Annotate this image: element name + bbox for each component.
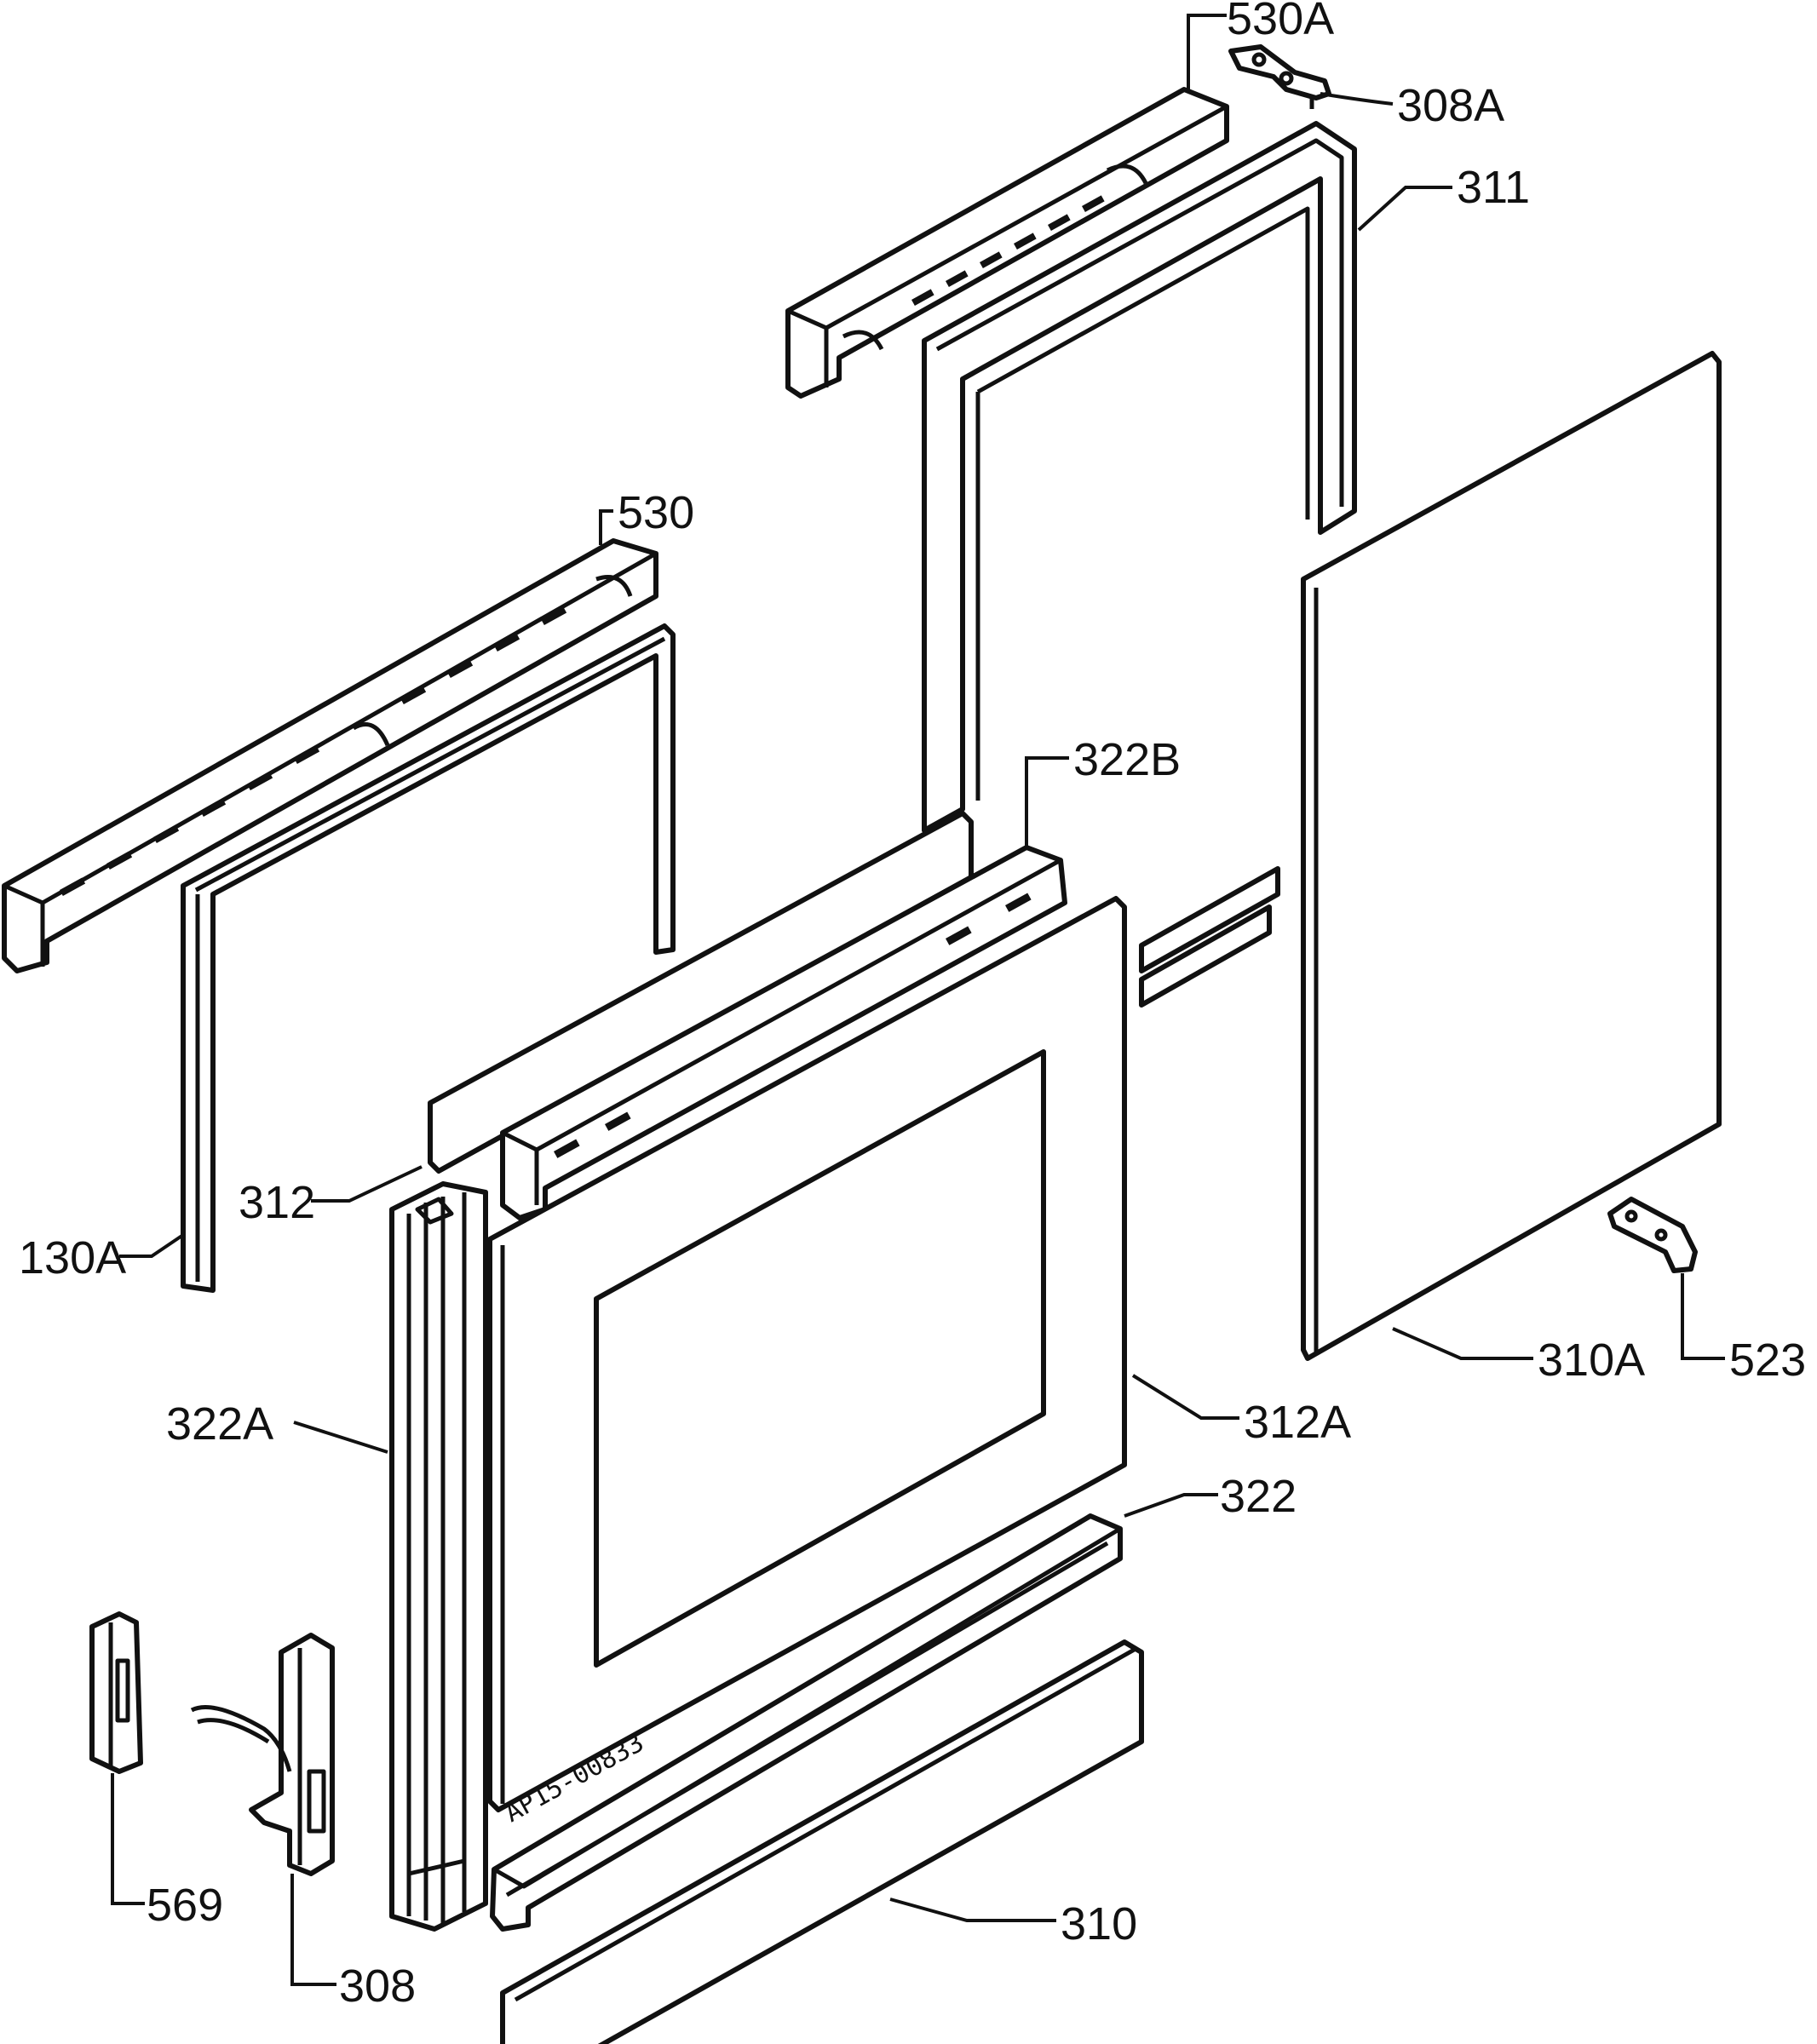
part-530A-upper-rail — [785, 87, 1229, 399]
label-312: 312 — [239, 1177, 315, 1228]
label-310A: 310A — [1538, 1335, 1645, 1386]
part-523-bracket — [1607, 1197, 1698, 1273]
label-322A: 322A — [166, 1398, 273, 1450]
label-569: 569 — [147, 1880, 223, 1931]
part-322-bottom-channel — [490, 1513, 1123, 1932]
part-322A-side-profile — [389, 1181, 488, 1932]
rail-slots-530 — [59, 606, 567, 896]
part-number-labels: 530A 308A 311 530 322B 312 130A 322A 312… — [19, 0, 1806, 2012]
label-530A: 530A — [1227, 0, 1334, 44]
part-569-clip — [89, 1611, 143, 1774]
label-308A: 308A — [1397, 80, 1504, 131]
part-530-lower-rail — [2, 538, 658, 973]
part-310A-rear-glass — [1301, 351, 1722, 1361]
label-523: 523 — [1729, 1335, 1806, 1386]
label-322B: 322B — [1073, 734, 1181, 785]
part-308A-hinge-bracket — [1228, 44, 1331, 109]
label-530: 530 — [618, 487, 694, 538]
part-322B-top-channel — [500, 845, 1067, 1220]
part-312A-front-panel: AP15-00833 — [487, 896, 1127, 1829]
leader-lines — [111, 14, 1725, 1986]
label-322: 322 — [1220, 1471, 1297, 1522]
part-130A-seal — [181, 623, 676, 1293]
part-308-hinge-arm — [190, 1633, 335, 1876]
part-310-bottom-trim — [500, 1639, 1144, 2044]
part-311-rear-frame — [922, 121, 1357, 1008]
label-312A: 312A — [1244, 1397, 1351, 1448]
label-311: 311 — [1457, 162, 1530, 213]
label-308: 308 — [339, 1961, 416, 2012]
label-130A: 130A — [19, 1232, 126, 1283]
rail-slots-530A — [911, 195, 1105, 306]
label-310: 310 — [1061, 1898, 1137, 1949]
